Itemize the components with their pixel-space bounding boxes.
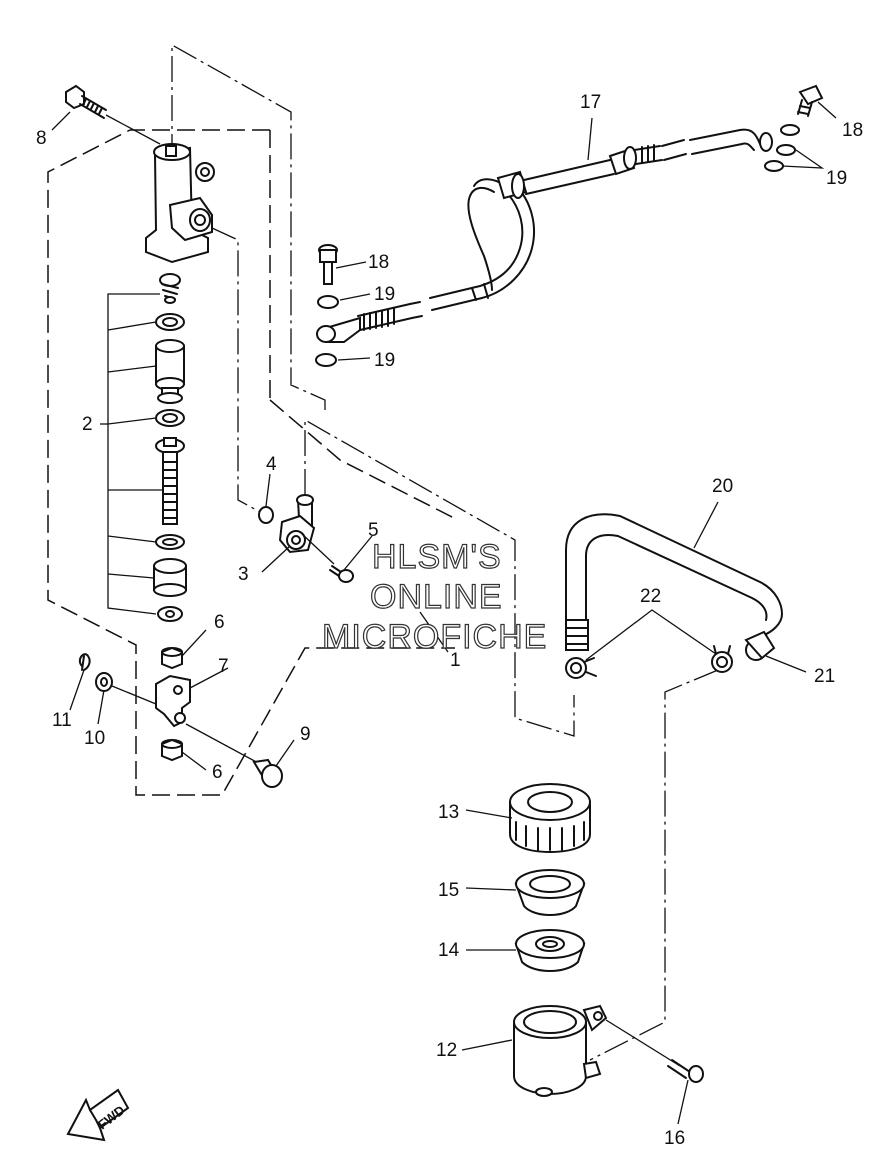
diaphragm-14 (514, 929, 586, 972)
callout-11: 11 (52, 710, 72, 731)
callout-3: 3 (238, 564, 249, 585)
callout-5: 5 (368, 520, 379, 541)
clevis-7 (155, 674, 263, 766)
callout-6a: 6 (214, 612, 225, 633)
callout-7: 7 (218, 656, 229, 677)
watermark-line-2: ONLINE (370, 578, 503, 616)
callout-18b: 18 (368, 252, 389, 273)
callout-16: 16 (664, 1128, 685, 1149)
callout-20: 20 (712, 476, 733, 497)
banjo-fitting-3 (278, 494, 335, 565)
screw-16 (605, 1019, 704, 1125)
callout-22: 22 (640, 586, 661, 607)
master-cylinder-body (145, 143, 215, 264)
reservoir-cap-13 (509, 783, 591, 854)
callout-12: 12 (436, 1040, 457, 1061)
callout-19b: 19 (374, 284, 395, 305)
watermark: HLSM'S ONLINE MICROFICHE (321, 537, 547, 656)
callout-6b: 6 (212, 762, 223, 783)
callout-14: 14 (438, 940, 460, 961)
callout-21: 21 (814, 666, 835, 687)
bolt-8 (65, 84, 161, 145)
callout-10: 10 (84, 728, 105, 749)
watermark-line-1: HLSM'S (372, 538, 502, 576)
washer-10 (95, 672, 157, 705)
washer-19-a (317, 295, 339, 309)
leader-lines (51, 111, 517, 1051)
callout-18a: 18 (842, 120, 863, 141)
callout-13: 13 (438, 802, 459, 823)
union-bolt-18-middle (318, 244, 367, 285)
callout-numbers: 1 2 3 4 5 6 6 7 8 9 10 11 12 13 14 15 16… (36, 92, 863, 1149)
assembly-outline-lines (47, 43, 719, 1061)
o-ring-4 (258, 506, 274, 524)
hose-clamps-22 (565, 609, 733, 679)
diaphragm-plate-15 (514, 869, 586, 916)
fwd-arrow: FWD (66, 1088, 130, 1142)
callout-19a: 19 (826, 168, 847, 189)
screw-5 (329, 565, 354, 583)
union-bolt-18-upper (797, 84, 837, 119)
callout-4: 4 (266, 454, 277, 475)
watermark-line-3: MICROFICHE (322, 618, 547, 656)
callout-2: 2 (82, 414, 93, 435)
cylinder-kit-parts (107, 273, 187, 622)
cotter-pin-11 (78, 653, 91, 671)
callout-17: 17 (580, 92, 601, 113)
callout-19c: 19 (374, 350, 395, 371)
callout-15: 15 (438, 880, 459, 901)
pin-9 (252, 758, 283, 788)
nut-6-upper (161, 646, 183, 670)
washers-19-upper (764, 124, 825, 172)
callout-1: 1 (450, 650, 461, 671)
brake-hose-17 (316, 117, 773, 343)
callout-9: 9 (300, 724, 311, 745)
reservoir-hose-20 (565, 501, 807, 673)
reservoir-tank-12 (513, 1004, 608, 1097)
callout-8: 8 (36, 128, 47, 149)
nut-6-lower (161, 738, 183, 762)
washer-19-b (315, 353, 337, 367)
